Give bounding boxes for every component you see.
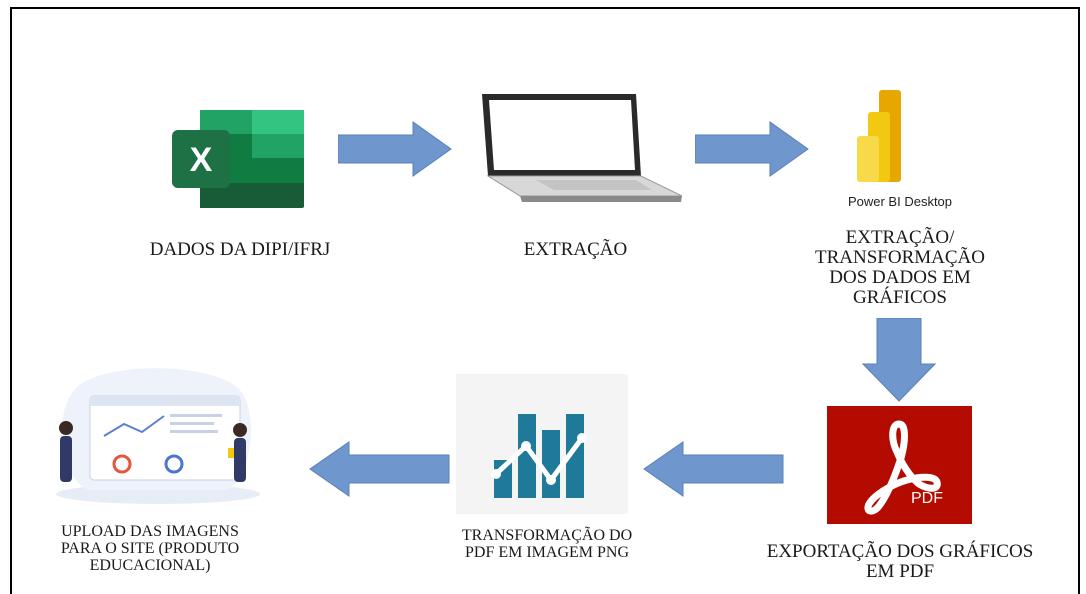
svg-text:X: X	[190, 141, 213, 179]
arrow-right-1	[338, 120, 453, 178]
pdf-label-line: EXPORTAÇÃO DOS GRÁFICOS	[766, 541, 1034, 562]
arrow-right-2	[695, 120, 810, 178]
chart-label-line: TRANSFORMAÇÃO DO	[461, 527, 633, 544]
laptop-label: EXTRAÇÃO	[523, 239, 628, 260]
powerbi-label-line: DOS DADOS EM	[829, 266, 971, 288]
people-dashboard-illustration-icon	[38, 366, 262, 516]
upload-label-line: EDUCACIONAL)	[89, 556, 211, 574]
powerbi-label-line: GRÁFICOS	[853, 286, 947, 308]
pdf-label: EXPORTAÇÃO DOS GRÁFICOS EM PDF	[730, 542, 1070, 582]
upload-label-line: PARA O SITE (PRODUTO	[60, 539, 240, 557]
power-bi-caption: Power BI Desktop	[847, 194, 953, 209]
excel-logo-icon: X	[172, 110, 307, 208]
frame-border-left	[10, 7, 12, 594]
pdf-label-line: EM PDF	[865, 560, 935, 582]
frame-border-right	[1078, 7, 1080, 594]
chart-label-line: PDF EM IMAGEM PNG	[464, 543, 630, 561]
powerbi-label-line: TRANSFORMAÇÃO	[815, 246, 985, 268]
frame-border-top	[10, 7, 1079, 9]
chart-label: TRANSFORMAÇÃO DO PDF EM IMAGEM PNG	[432, 527, 662, 562]
pdf-caption: PDF	[911, 490, 943, 507]
powerbi-label-line: EXTRAÇÃO/	[845, 227, 955, 248]
chart-icon	[456, 374, 628, 514]
powerbi-label: EXTRAÇÃO/ TRANSFORMAÇÃO DOS DADOS EM GRÁ…	[795, 228, 1005, 308]
excel-label: DADOS DA DIPI/IFRJ	[149, 239, 331, 260]
power-bi-logo-icon: Power BI Desktop	[815, 82, 985, 212]
laptop-icon	[476, 92, 684, 210]
arrow-down	[862, 318, 936, 402]
arrow-left-2	[308, 440, 450, 498]
pdf-logo-icon: PDF	[827, 406, 972, 524]
arrow-left-1	[642, 440, 784, 498]
upload-label-line: UPLOAD DAS IMAGENS	[61, 523, 239, 540]
upload-label: UPLOAD DAS IMAGENS PARA O SITE (PRODUTO …	[40, 523, 260, 574]
